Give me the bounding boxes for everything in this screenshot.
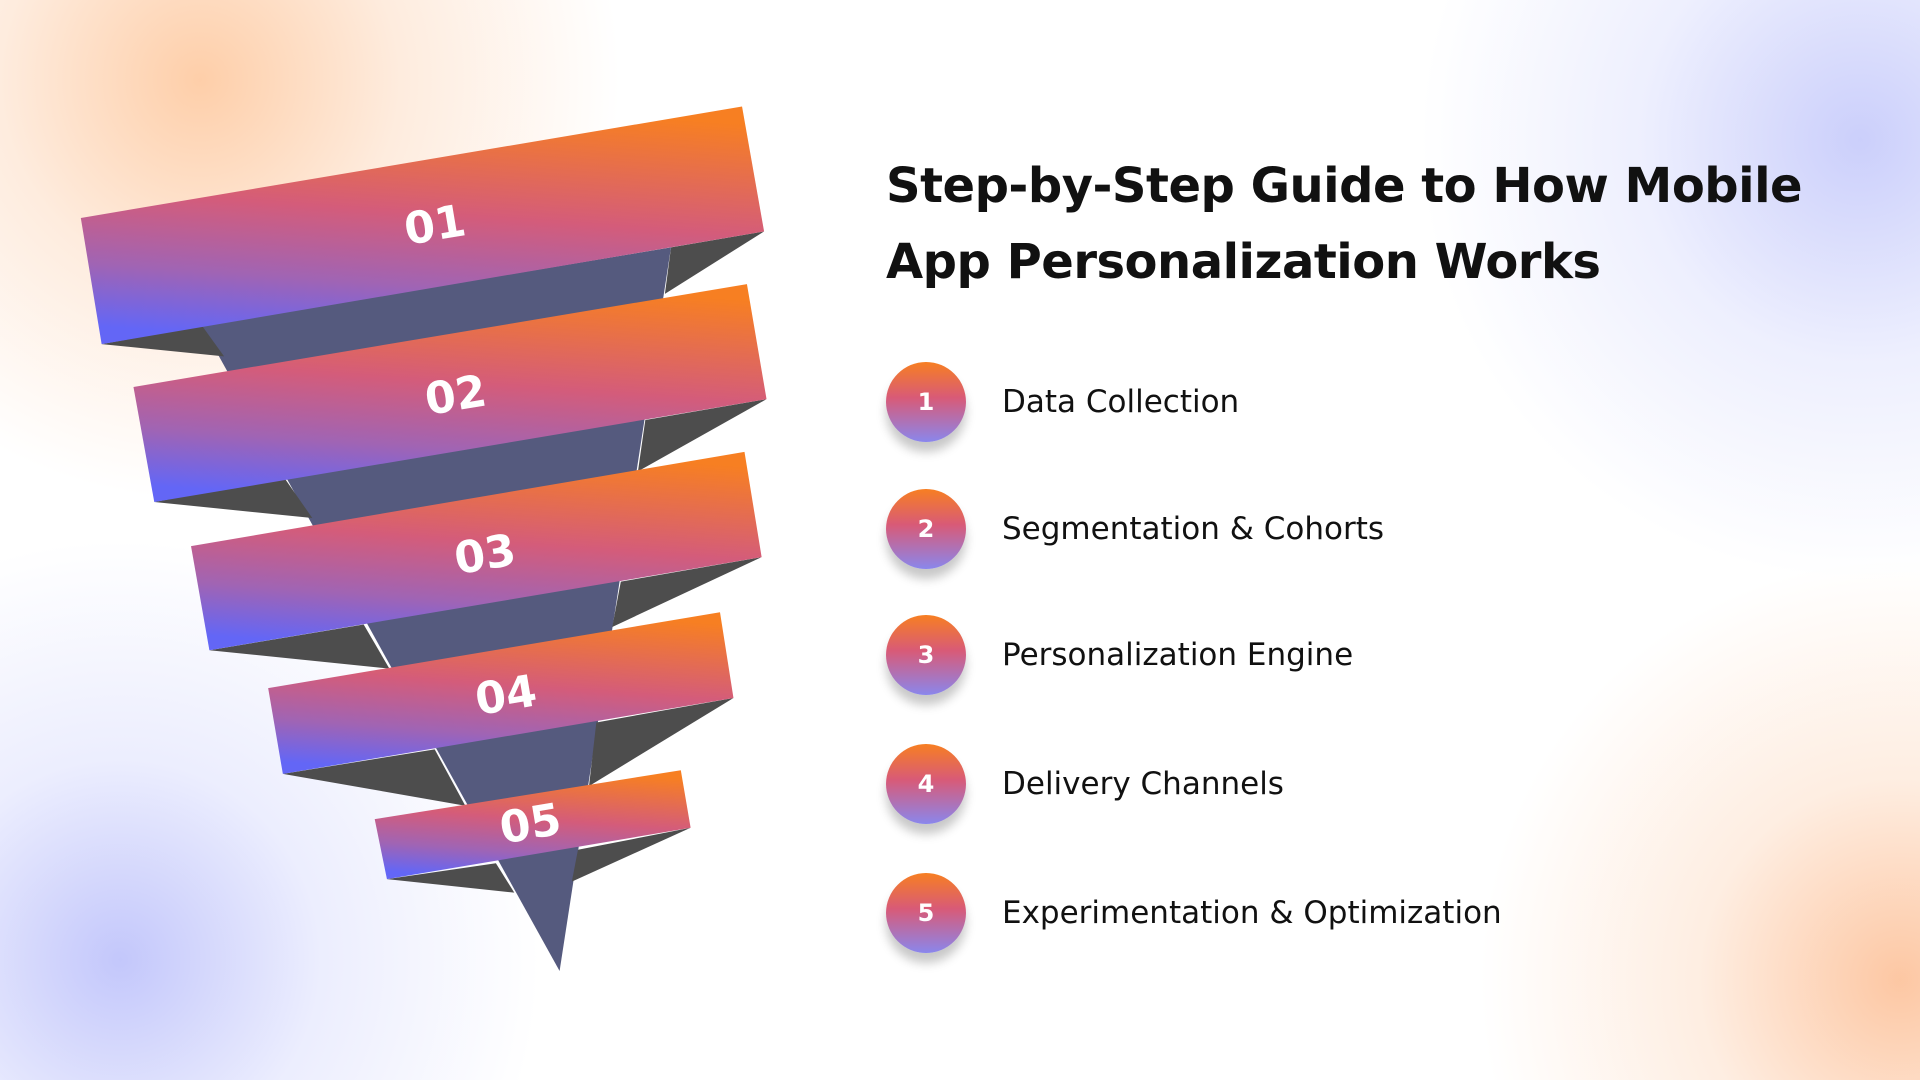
step-item-1: 1 Data Collection [886,362,1239,442]
step-label: Delivery Channels [1002,766,1284,802]
step-number-badge: 1 [886,362,966,442]
funnel-band-5: 05 [374,770,691,880]
step-item-2: 2 Segmentation & Cohorts [886,489,1384,569]
step-label: Experimentation & Optimization [1002,895,1502,931]
funnel-band-1: 01 [80,106,765,345]
step-label: Data Collection [1002,384,1240,420]
step-label: Segmentation & Cohorts [1002,511,1385,547]
step-number-badge: 4 [886,744,966,824]
band-label: 03 [451,525,520,585]
band-label: 04 [471,665,540,725]
step-number-badge: 3 [886,615,966,695]
step-item-4: 4 Delivery Channels [886,744,1284,824]
band-label: 05 [496,794,565,854]
step-item-3: 3 Personalization Engine [886,615,1353,695]
funnel-band-2: 02 [133,284,767,503]
band-label: 01 [400,195,469,255]
step-number-badge: 2 [886,489,966,569]
band-label: 02 [421,365,490,425]
step-label: Personalization Engine [1002,637,1354,673]
funnel-band-3: 03 [191,451,762,651]
funnel-band-4: 04 [268,612,734,774]
step-number-badge: 5 [886,873,966,953]
page-title: Step-by-Step Guide to How Mobile App Per… [886,158,1803,290]
funnel-shadows [101,231,767,893]
step-item-5: 5 Experimentation & Optimization [886,873,1502,953]
